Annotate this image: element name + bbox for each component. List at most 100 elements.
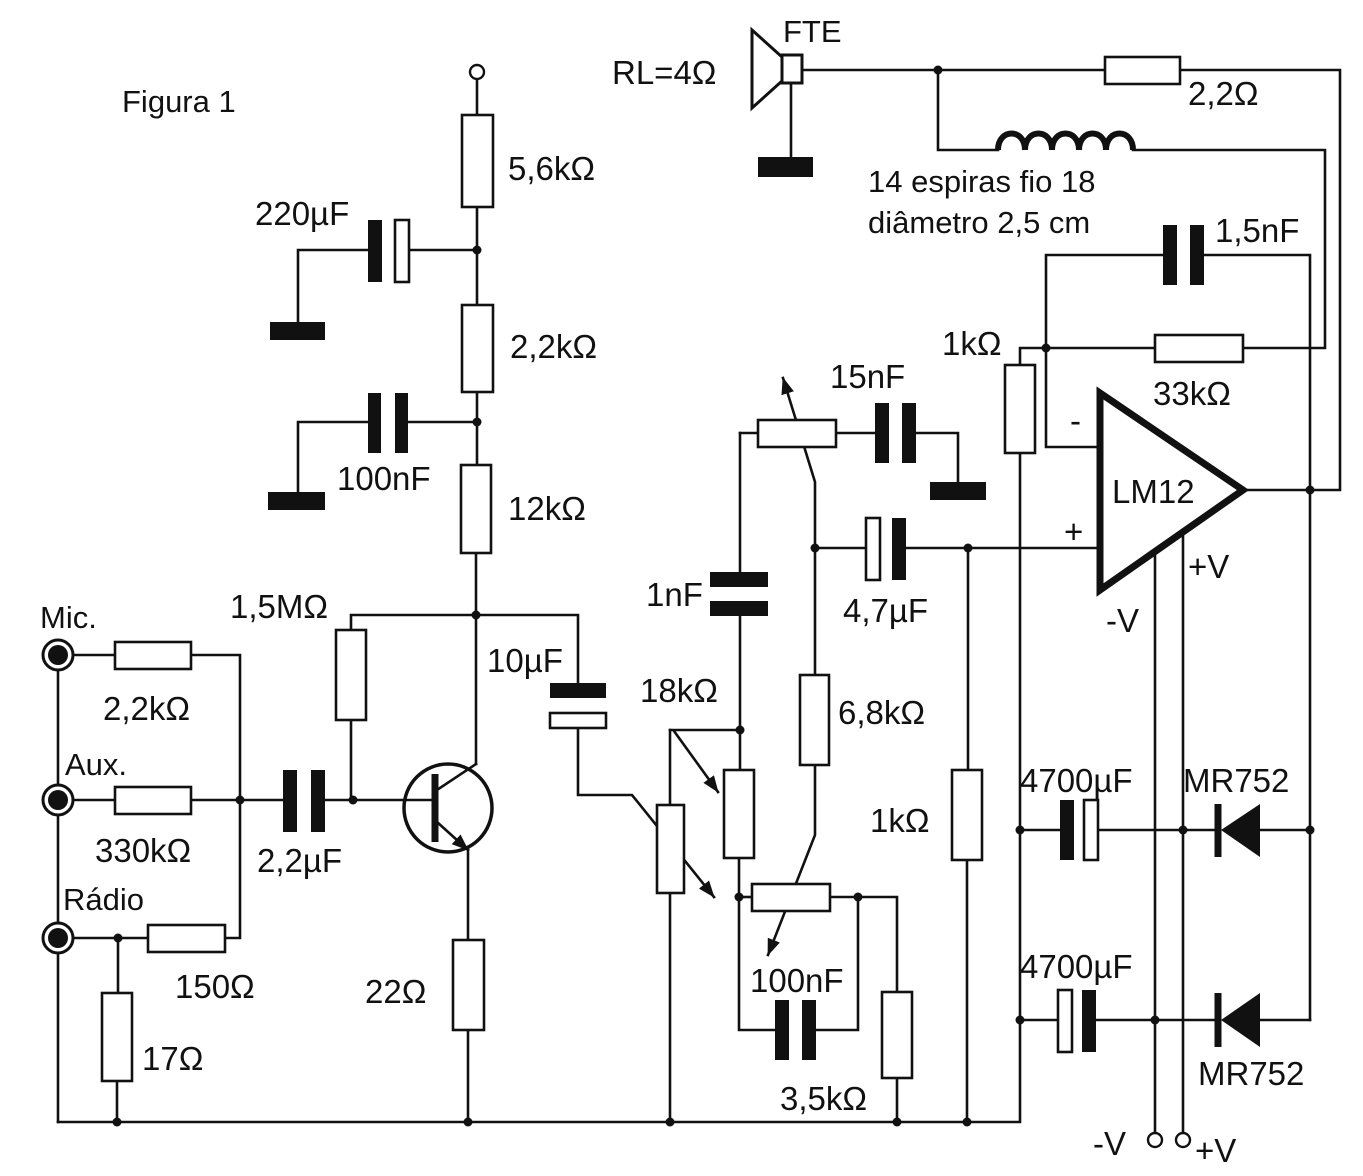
junction-dot bbox=[472, 417, 482, 427]
label-resistor-22: 22Ω bbox=[365, 973, 426, 1010]
junction-dot bbox=[735, 725, 745, 735]
capacitor-plate bbox=[1082, 990, 1096, 1052]
capacitor-plate-positive bbox=[1082, 798, 1100, 862]
wire bbox=[828, 895, 899, 994]
diode-mr752-positive bbox=[1214, 804, 1260, 857]
label-resistor-radio: 150Ω bbox=[175, 968, 255, 1005]
ground-rail bbox=[56, 451, 1022, 1124]
capacitor-4700uf-positive bbox=[1060, 798, 1100, 862]
capacitor-10uf bbox=[548, 683, 608, 730]
capacitor-plate bbox=[1060, 800, 1074, 860]
label-resistor-aux: 330kΩ bbox=[95, 832, 191, 869]
wires bbox=[56, 68, 1342, 1135]
capacitor-100nf-bias bbox=[368, 393, 408, 453]
resistor-1k-input bbox=[950, 768, 984, 862]
wire bbox=[814, 895, 860, 1032]
transistor bbox=[402, 762, 494, 854]
capacitor-15nf bbox=[875, 403, 916, 463]
capacitor-4700uf-negative bbox=[1056, 988, 1096, 1054]
resistor-radio-150 bbox=[146, 923, 227, 954]
label-capacitor-100nf-tone: 100nF bbox=[750, 962, 844, 999]
wire bbox=[1178, 68, 1342, 492]
junction-dot bbox=[463, 1117, 473, 1127]
diode-mr752-negative bbox=[1214, 993, 1260, 1047]
open-terminals bbox=[468, 63, 1192, 1149]
capacitor-plate bbox=[1190, 225, 1204, 285]
label-capacitor-2u2: 2,2µF bbox=[257, 842, 342, 879]
wire bbox=[296, 420, 370, 496]
junction-dot bbox=[962, 1117, 972, 1127]
capacitor-plate-positive bbox=[393, 218, 411, 284]
junction-dot bbox=[810, 543, 820, 553]
resistor-18k bbox=[722, 768, 756, 860]
junction-dot bbox=[472, 245, 482, 255]
label-capacitor-220uf: 220µF bbox=[255, 195, 349, 232]
supply-terminal-positive bbox=[1174, 1131, 1192, 1149]
jack-radio bbox=[41, 921, 75, 955]
resistor-22 bbox=[451, 938, 486, 1032]
junction-dot bbox=[892, 1117, 902, 1127]
pot-wiper-arrow bbox=[672, 729, 720, 794]
capacitor-4u7 bbox=[864, 516, 906, 582]
label-resistor-1m5: 1,5MΩ bbox=[230, 588, 328, 625]
capacitor-plate bbox=[283, 770, 297, 832]
ground-symbol bbox=[268, 492, 325, 510]
resistor-mic-2k2 bbox=[113, 640, 193, 671]
capacitor-plate bbox=[395, 393, 408, 453]
junction-dot bbox=[348, 795, 358, 805]
resistor-3k5 bbox=[880, 990, 914, 1080]
pot-wiper-arrow bbox=[766, 763, 817, 957]
capacitor-2u2 bbox=[283, 770, 325, 832]
resistor-1m5 bbox=[334, 628, 368, 722]
label-diode-negative: MR752 bbox=[1198, 1055, 1304, 1092]
speaker bbox=[750, 26, 804, 112]
potentiometer-treble bbox=[756, 418, 838, 449]
label-speaker-name: FTE bbox=[783, 14, 842, 49]
junction-dot bbox=[1150, 1015, 1160, 1025]
capacitor-plate-positive bbox=[1056, 988, 1074, 1054]
junction-dot bbox=[734, 892, 744, 902]
label-resistor-12k: 12kΩ bbox=[508, 490, 586, 527]
jack-aux bbox=[41, 783, 75, 817]
capacitor-plate bbox=[710, 601, 768, 616]
wire bbox=[474, 613, 580, 685]
label-capacitor-10uf: 10µF bbox=[487, 642, 563, 679]
resistor-5k6 bbox=[460, 113, 495, 209]
label-resistor-2k2-vertical: 2,2kΩ bbox=[510, 328, 597, 365]
junction-dots bbox=[112, 65, 1315, 1127]
capacitor-plate bbox=[1163, 225, 1177, 285]
junction-dot bbox=[933, 65, 943, 75]
capacitor-plate bbox=[311, 770, 325, 832]
wire bbox=[1018, 346, 1157, 367]
junction-dot bbox=[1305, 485, 1315, 495]
capacitor-plate bbox=[550, 683, 606, 698]
junction-dot bbox=[1015, 1015, 1025, 1025]
labels: Figura 1 5,6kΩ 220µF 2,2kΩ 100nF 12kΩ 1,… bbox=[40, 14, 1304, 1169]
capacitor-plate bbox=[802, 1000, 816, 1060]
resistors bbox=[100, 55, 1245, 1083]
ground-symbols bbox=[268, 157, 986, 510]
resistor-6k8 bbox=[798, 673, 831, 767]
potentiometer-left bbox=[655, 803, 686, 895]
label-op-amp-inverting: - bbox=[1070, 402, 1081, 439]
junction-dot bbox=[1015, 825, 1025, 835]
label-op-amp-negative-supply: -V bbox=[1106, 602, 1139, 639]
capacitor-plate bbox=[875, 403, 889, 463]
resistor-17 bbox=[100, 991, 134, 1083]
capacitor-1n5 bbox=[1163, 225, 1204, 285]
op-amp-lm12 bbox=[1096, 386, 1250, 597]
label-resistor-1k-input: 1kΩ bbox=[870, 802, 930, 839]
label-capacitor-1n5: 1,5nF bbox=[1215, 212, 1299, 249]
jack-pin bbox=[48, 645, 68, 665]
label-supply-terminal-positive: +V bbox=[1195, 1132, 1236, 1169]
supply-terminal-negative bbox=[1146, 1131, 1164, 1149]
wire bbox=[737, 856, 777, 1032]
figure-title: Figura 1 bbox=[122, 84, 236, 119]
resistor-2k2-vertical bbox=[460, 303, 495, 394]
junction-dot bbox=[963, 543, 973, 553]
capacitor-plate-positive bbox=[864, 516, 882, 582]
speaker-magnet bbox=[780, 53, 804, 85]
label-inductor-line-2: diâmetro 2,5 cm bbox=[868, 205, 1090, 240]
